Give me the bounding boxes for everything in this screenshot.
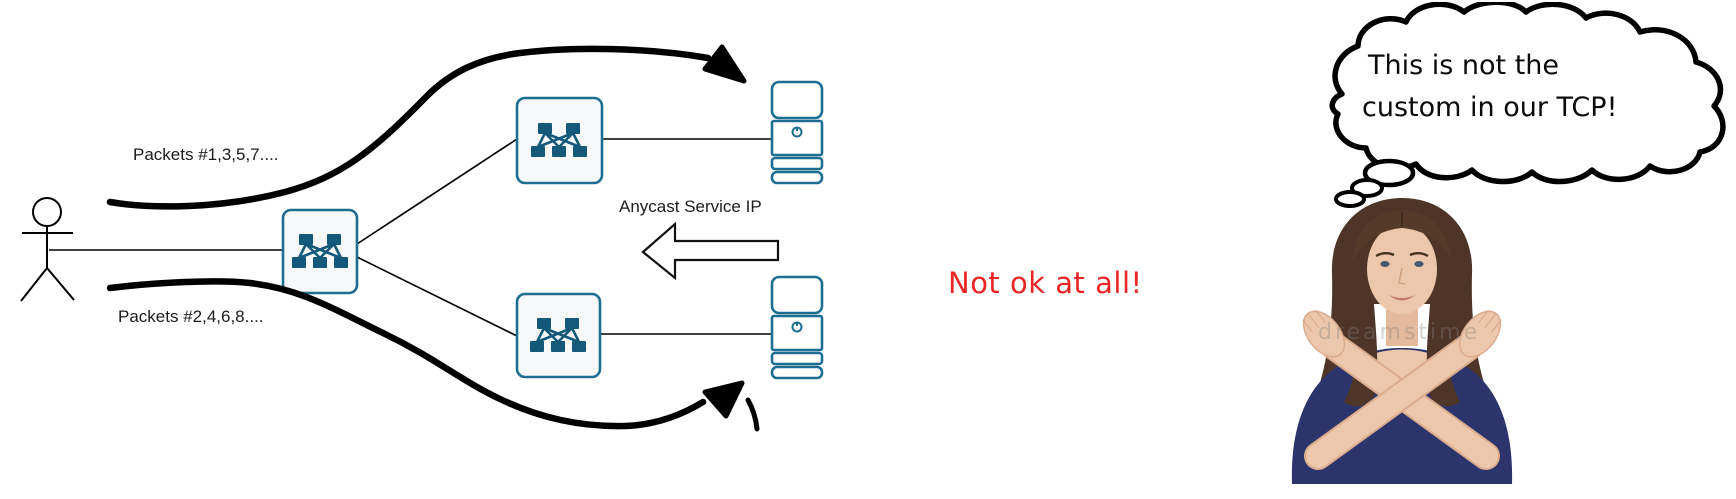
woman-no-gesture-photo	[1291, 198, 1513, 484]
bubble-text-line1: This is not the	[1367, 50, 1559, 81]
server-icon	[770, 275, 824, 380]
bubble-tail-large	[1362, 158, 1416, 188]
left-block-arrow-icon	[641, 221, 780, 281]
bubble-cloud	[1329, 2, 1726, 185]
bubble-tail-small	[1334, 190, 1366, 208]
server-icon	[770, 80, 824, 185]
crossed-arms	[1302, 309, 1502, 470]
not-ok-caption: Not ok at all!	[948, 266, 1143, 300]
anycast-service-ip-label: Anycast Service IP	[619, 197, 762, 216]
top-flow-label: Packets #1,3,5,7....	[133, 145, 279, 164]
anycast-network-diagram: Packets #1,3,5,7.... Packets #2,4,6,8...…	[20, 44, 824, 432]
curved-arrow-icon	[106, 44, 747, 210]
curved-arrow-icon	[106, 278, 760, 432]
network-switch-icon	[515, 292, 602, 379]
bubble-text-line2: custom in our TCP!	[1362, 92, 1617, 123]
stick-figure-icon	[20, 197, 75, 302]
thought-bubble: This is not the custom in our TCP!	[1329, 2, 1726, 208]
hair-front	[1352, 210, 1452, 262]
open-palm-left	[1302, 309, 1346, 358]
bottom-flow-label: Packets #2,4,6,8....	[118, 307, 264, 326]
open-palm-right	[1458, 309, 1502, 358]
network-switch-icon	[515, 96, 604, 185]
facial-features	[1375, 252, 1429, 301]
network-switch-icon	[281, 208, 359, 295]
connection-lines	[49, 138, 772, 337]
